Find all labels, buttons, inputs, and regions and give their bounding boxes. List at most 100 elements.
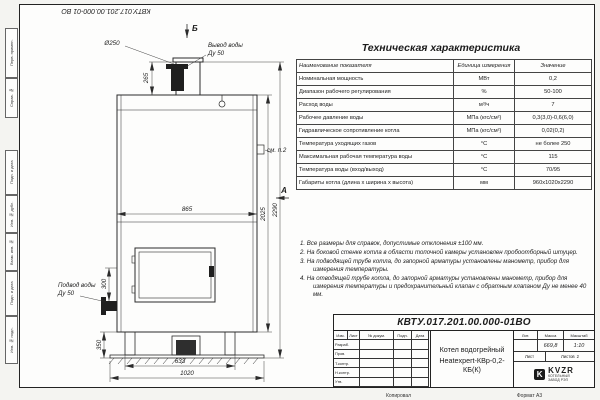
door-hinge-top [131,255,136,264]
copied-label: Копировал [385,393,412,399]
spec-title: Техническая характеристика [361,42,521,54]
scale-label: Масштаб [570,332,588,338]
notes-block: 1. Все размеры для справок, допустимые о… [300,240,588,299]
cell-empty [360,349,394,359]
furnace-door [134,247,216,303]
title-block-main: Изм. Лист № докум. Подп. Дата Разраб. Пр… [334,331,594,387]
outlet-flange [166,64,188,69]
cell-empty [412,368,429,378]
cell-empty [360,368,394,378]
spec-cell-value: 115 [514,150,592,164]
spec-cell-value: 7 [514,98,592,112]
view-a-label: А [280,186,287,195]
dim-2025: 2025 [260,207,267,222]
dim-300: 300 [101,278,108,289]
dim-865: 865 [182,206,193,213]
base-plate [109,354,265,359]
cell-empty [360,340,394,350]
cell-empty [394,377,412,387]
dim-633: 633 [175,358,186,365]
format-label: Формат А3 [516,393,543,399]
spec-row: Диапазон рабочего регулирования%50-100 [296,85,592,99]
spec-cell-value: 0,2 [514,72,592,86]
note-1: 1. Все размеры для справок, допустимые о… [300,240,484,247]
product-name: Котел водогрейный Heatexpert-КВр-0,2-КБ(… [431,331,514,387]
mass-value: 669,8 [538,340,564,351]
spec-cell-value: 50-100 [514,85,592,99]
spec-cell-unit: МПа (кгс/см²) [453,111,515,125]
spec-cell-value: 0,3(3,0)-0,6(6,0) [514,111,592,125]
cell-empty [412,340,429,350]
mass-label: Масса [538,331,564,339]
outlet-label-line1: Вывод воды [208,42,243,49]
spec-cell-name: Температура уходящих газов [296,137,454,151]
dim-2290: 2290 [272,203,279,218]
spec-cell-value: не более 250 [514,137,592,151]
note-3: 3. На подводящей трубе котла, до запорно… [300,257,569,273]
spec-cell-name: Гидравлическое сопротивление котла [296,124,454,138]
chimney-rim [172,57,204,63]
role-razrab: Разраб. [334,340,360,350]
chg-header-izm: Изм. [334,331,348,341]
company-sub-line1: КОТЕЛЬНЫЙ [548,374,570,379]
detail-reference-label: см. п.2 [267,147,287,154]
company-sub-line2: ЗАВОД РЭП [548,377,569,382]
view-b-label: Б [192,24,198,33]
side-stamp-podp-data-2: Подп. и дата [5,271,18,316]
product-name-line2: Heatexpert-КВр-0,2-КБ(К) [439,355,505,374]
note-4: 4. На отводящей трубе котла, до запорной… [300,274,587,298]
cell-empty [394,349,412,359]
outlet-pipe [171,69,184,91]
dim-265: 265 [143,72,150,84]
base-leg-right [224,331,236,356]
sheets-label: Листов [561,354,575,359]
boiler-body [116,94,258,333]
product-name-line1: Котел водогрейный [439,344,505,354]
spec-panel: Техническая характеристика Наименование … [296,42,592,190]
sheets-value: 2 [576,354,579,359]
cell-empty [412,349,429,359]
spec-header-row: Наименование показателя Единица измерени… [296,59,592,73]
chg-header-list: Лист [348,331,360,341]
leader-lines [79,45,273,302]
chg-header-data: Дата [412,331,429,341]
inlet-label-line2: Ду 50 [57,290,75,297]
title-block: КВТУ.017.201.00.000-01ВО Изм. Лист № док… [333,314,595,388]
cell-empty [394,368,412,378]
ash-box-opening [176,340,196,355]
spec-cell-unit: МВт [453,72,515,86]
spec-header-value: Значение [514,59,592,73]
spec-cell-unit: м³/ч [453,98,515,112]
view-arrows [184,24,289,201]
role-prov: Пров. [334,349,360,359]
spec-cell-unit: % [453,85,515,99]
side-stamp-sprav-no: Справ. № [5,78,18,118]
document-designation: КВТУ.017.201.00.000-01ВО [334,315,594,331]
inlet-pipe [106,301,117,311]
spec-cell-name: Номинальная мощность [296,72,454,86]
spec-header-unit: Единица измерения [453,59,515,73]
side-stamp-perv-primen: Перв. примен. [5,28,18,78]
chimney-diameter-label: Ø250 [103,40,120,47]
spec-cell-name: Расход воды [296,98,454,112]
cell-empty [360,377,394,387]
spec-cell-name: Температура воды (вход/выход) [296,163,454,177]
side-stamp-vzam-inv: Взам. инв. № [5,233,18,271]
cell-empty [412,377,429,387]
side-stamp-inv-podl: Инв. № подл. [5,316,18,364]
lit-label: Лит. [514,331,538,339]
outlet-label-line2: Ду 50 [207,50,225,57]
chg-header-podp: Подп. [394,331,412,341]
spec-cell-value: 0,02(0,2) [514,124,592,138]
boiler-dark-parts [101,64,214,355]
dim-1020: 1020 [180,370,194,377]
spec-cell-name: Габариты котла (длина х ширина х высота) [296,176,454,190]
change-table: Изм. Лист № докум. Подп. Дата Разраб. Пр… [334,331,431,387]
sensor-fitting [218,100,226,108]
ground-hatch [108,357,259,365]
cell-empty [360,358,394,369]
